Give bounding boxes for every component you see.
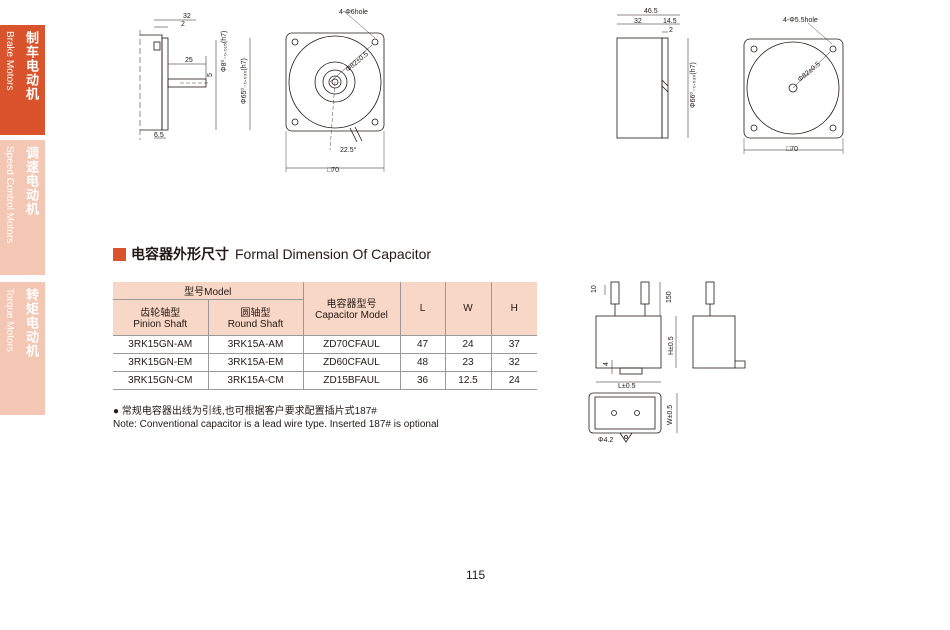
cell-round: 3RK15A-CM [207,371,303,390]
capacitor-spec-table: 型号Model 电容器型号 Capacitor Model L W H 齿轮轴型… [113,282,537,390]
tab-en-label: Speed Control Motors [4,146,15,244]
header-capacitor-en: Capacitor Model [315,310,388,322]
tab-cn-label: 转矩电动机 [24,288,39,358]
dim-cap-10: 10 [591,285,598,293]
tab-cn-label: 调速电动机 [24,146,39,216]
header-pinion-cn: 齿轮轴型 [140,308,181,319]
cell-round: 3RK15A-AM [207,335,303,354]
capacitor-top-view [588,392,678,443]
dim-14-5: 14.5 [663,18,677,25]
dim-46-5: 46.5 [644,8,658,15]
dim-32-r: 32 [634,18,642,25]
header-w: W [444,282,491,336]
tab-en-label: Brake Motors [4,31,15,91]
cell-round: 3RK15A-EM [207,353,303,372]
table-row: 3RK15GN-EM 3RK15A-EM ZD60CFAUL 48 23 32 [113,353,537,372]
note-en: Note: Conventional capacitor is a lead w… [113,419,439,430]
dim-flange-dia: Φ65⁰₋₀.₀₃₀(h7) [240,58,248,104]
cell-capacitor: ZD70CFAUL [302,335,400,354]
table-row: 3RK15GN-CM 3RK15A-CM ZD15BFAUL 36 12.5 2… [113,371,537,390]
cell-l: 36 [399,371,445,390]
header-round-shaft: 圆轴型 Round Shaft [207,299,303,336]
dim-2: 2 [181,21,185,28]
dim-2-r: 2 [669,27,673,34]
heading-cn: 电容器外形尺寸 [131,246,229,262]
page-number: 115 [466,568,486,582]
side-tab-speed-control-motors[interactable]: 调速电动机 Speed Control Motors [0,140,45,275]
left-motor-side-view [139,19,251,140]
header-round-en: Round Shaft [227,319,284,330]
dim-cap-h: H±0.5 [668,336,675,355]
cell-pinion: 3RK15GN-AM [113,335,208,354]
dim-25: 25 [185,57,193,64]
note-cn: ● 常规电容器出线为引线,也可根据客户要求配置插片式187# [113,406,377,417]
dim-pcd-r: Φ82±0.5 [797,61,822,84]
dim-angle: 22.5° [340,146,357,154]
cell-capacitor: ZD15BFAUL [302,371,400,390]
dim-square-r: □70 [786,146,798,153]
side-tab-torque-motors[interactable]: 转矩电动机 Torque Motors [0,282,45,415]
dim-holes-r: 4-Φ5.5hole [783,17,818,24]
dim-32: 32 [183,13,191,20]
left-motor-front-view [285,11,385,172]
dim-holes: 4-Φ6hole [339,9,368,16]
header-l: L [399,282,445,336]
dim-square: □70 [327,167,339,174]
table-row: 3RK15GN-AM 3RK15A-AM ZD70CFAUL 47 24 37 [113,335,537,354]
capacitor-side-view [692,281,746,369]
header-model: 型号Model [113,282,303,300]
capacitor-front-view [595,281,677,383]
header-capacitor-model: 电容器型号 Capacitor Model [302,282,400,336]
cell-l: 48 [399,353,445,372]
dim-pcd: Φ82±0.5 [345,51,370,74]
cell-w: 23 [444,353,491,372]
heading-marker [113,247,126,261]
dim-5: 5 [207,73,214,77]
cell-capacitor: ZD60CFAUL [302,353,400,372]
header-pinion-en: Pinion Shaft [133,319,188,330]
cell-h: 24 [490,371,537,390]
dim-flange-dia-r: Φ66⁰₋₀.₀₃₀(h7) [689,62,697,108]
header-pinion-shaft: 齿轮轴型 Pinion Shaft [113,299,208,336]
dim-cap-l: L±0.5 [618,383,636,390]
header-round-cn: 圆轴型 [240,308,271,319]
section-heading: 电容器外形尺寸 Formal Dimension Of Capacitor [113,244,431,264]
side-tab-brake-motors[interactable]: 制车电动机 Brake Motors [0,25,45,135]
header-capacitor-cn: 电容器型号 [326,299,377,311]
dim-cap-phi: Φ4.2 [598,437,613,444]
tab-cn-label: 制车电动机 [24,31,39,101]
cell-pinion: 3RK15GN-CM [113,371,208,390]
heading-en: Formal Dimension Of Capacitor [235,246,432,262]
cell-h: 37 [490,335,537,354]
dim-6-5: 6.5 [154,132,164,139]
dim-shaft-dia: Φ8⁰₋₀.₀₁₅(h7) [220,31,228,72]
right-motor-side-view [616,14,689,139]
tab-en-label: Torque Motors [4,288,15,352]
header-h: H [490,282,537,336]
cell-h: 32 [490,353,537,372]
cell-w: 12.5 [444,371,491,390]
right-motor-front-view [743,22,844,154]
cell-l: 47 [399,335,445,354]
dim-cap-w: W±0.5 [667,405,674,425]
dim-cap-4: 4 [603,362,610,366]
dim-cap-150: 150 [666,291,673,303]
cell-w: 24 [444,335,491,354]
cell-pinion: 3RK15GN-EM [113,353,208,372]
